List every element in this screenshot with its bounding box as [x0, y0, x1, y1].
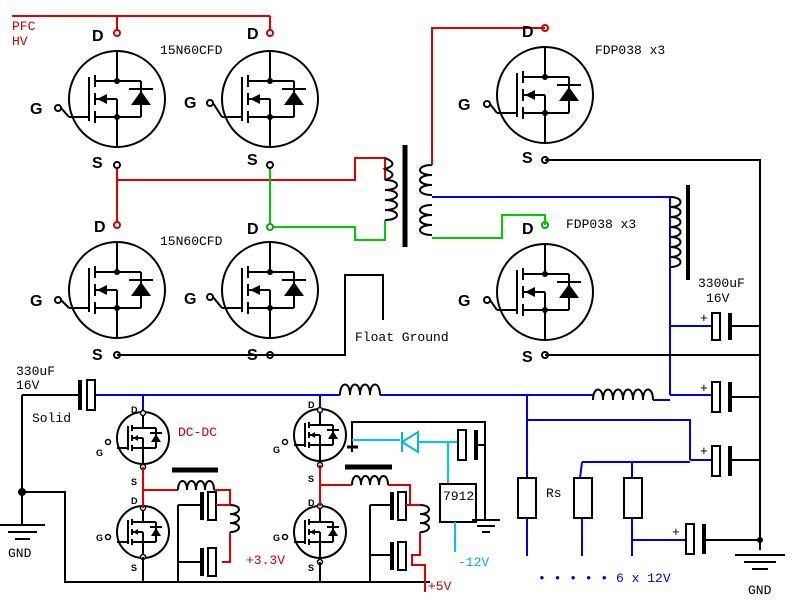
buck2-high-fet — [293, 408, 347, 462]
pin-g: G — [30, 101, 42, 118]
svg-text:S: S — [308, 474, 314, 484]
regulator-label: 7912 — [443, 489, 474, 504]
pin-g: G — [30, 293, 42, 310]
svg-text:D: D — [131, 496, 138, 506]
cap-in-voltage: 16V — [16, 378, 40, 393]
svg-text:+: + — [700, 381, 708, 396]
buck1-low-fet — [116, 505, 170, 559]
output-choke — [669, 196, 682, 268]
rail-5v-label: +5V — [428, 579, 452, 594]
hv-label: HV — [12, 34, 28, 49]
transformer — [382, 145, 433, 247]
pin-s: S — [247, 347, 258, 364]
svg-text:S: S — [131, 477, 137, 487]
svg-text:D: D — [308, 498, 315, 508]
diode — [400, 430, 419, 454]
ground-bus-right — [545, 159, 761, 550]
pin-d: D — [522, 24, 534, 41]
svg-text:G: G — [96, 448, 103, 458]
svg-text:+: + — [672, 525, 680, 540]
svg-text:G: G — [273, 445, 280, 455]
secondary-wire-top — [431, 27, 527, 165]
pin-d: D — [522, 221, 534, 238]
pin-s: S — [92, 347, 103, 364]
mosfet-q3 — [68, 241, 166, 339]
dcdc-label: DC-DC — [178, 425, 217, 440]
rail-neg12-label: -12V — [458, 555, 489, 570]
primary-wire-right — [269, 165, 386, 241]
gnd-label-right: GND — [748, 583, 772, 598]
pin-s: S — [522, 150, 533, 167]
float-ground-label: Float Ground — [355, 330, 449, 345]
buck1-inductor — [177, 480, 215, 491]
pin-d: D — [92, 28, 104, 45]
rs-label: Rs — [546, 486, 562, 501]
input-capacitor — [21, 379, 96, 492]
pin-g: G — [184, 95, 196, 112]
neg-rail-capacitor — [457, 429, 485, 461]
gnd-label-left: GND — [8, 546, 32, 561]
part-label-top: 15N60CFD — [160, 43, 223, 58]
pin-s: S — [247, 152, 258, 169]
svg-text:G: G — [273, 533, 280, 543]
svg-text:S: S — [131, 563, 137, 573]
output-capacitors: + + + + — [640, 311, 760, 555]
sync-mosfet-top — [496, 46, 594, 144]
pin-g: G — [184, 291, 196, 308]
rail-3v3-label: +3.3V — [246, 553, 285, 568]
primary-wire-left — [116, 157, 386, 181]
resistor-rs-3 — [623, 477, 643, 519]
resistor-rs-2 — [573, 477, 593, 519]
cap-in-value: 330uF — [16, 364, 55, 379]
buck1-high-fet — [116, 411, 170, 465]
ground-symbol-right — [735, 537, 785, 570]
svg-text:D: D — [308, 400, 315, 410]
part-label-bottom: 15N60CFD — [160, 234, 223, 249]
pin-g: G — [458, 97, 470, 114]
sync-mosfet-bottom — [496, 243, 594, 341]
buck2-inductor — [351, 475, 389, 486]
buck2-capacitors — [369, 491, 420, 582]
resistor-rs-1 — [517, 477, 537, 519]
pin-d: D — [247, 26, 259, 43]
svg-text:G: G — [96, 533, 103, 543]
cap-out-voltage: 16V — [706, 291, 730, 306]
svg-text:+: + — [700, 444, 708, 459]
sync-part-label-bottom: FDP038 x3 — [566, 217, 636, 232]
pin-s: S — [92, 155, 103, 172]
cap-out-value: 3300uF — [698, 276, 745, 291]
ground-symbol-mid — [472, 519, 500, 533]
ground-symbol-left — [0, 488, 45, 540]
svg-text:+: + — [700, 311, 708, 326]
pfc-label: PFC — [12, 19, 36, 34]
sync-part-label-top: FDP038 x3 — [595, 43, 665, 58]
pin-d: D — [247, 221, 259, 238]
secondary-wire-bottom — [432, 214, 527, 239]
pin-s: S — [522, 349, 533, 366]
rail-12v-label: • • • • • 6 x 12V — [538, 571, 671, 586]
pin-g: G — [458, 293, 470, 310]
mosfet-q4 — [221, 241, 319, 339]
svg-text:S: S — [308, 563, 314, 573]
pin-d: D — [94, 219, 106, 236]
regulator-7912 — [439, 483, 477, 523]
mosfet-q1 — [68, 50, 166, 148]
ground-wire-bottom — [22, 491, 430, 583]
cap-in-type: Solid — [32, 411, 71, 426]
filter-inductor — [339, 383, 381, 396]
float-ground-wire — [117, 274, 384, 356]
mosfet-q2 — [221, 50, 319, 148]
svg-text:D: D — [131, 405, 138, 415]
buck2-low-fet — [293, 505, 347, 559]
output-inductor-2 — [592, 388, 654, 401]
buck1-capacitors — [177, 491, 230, 582]
